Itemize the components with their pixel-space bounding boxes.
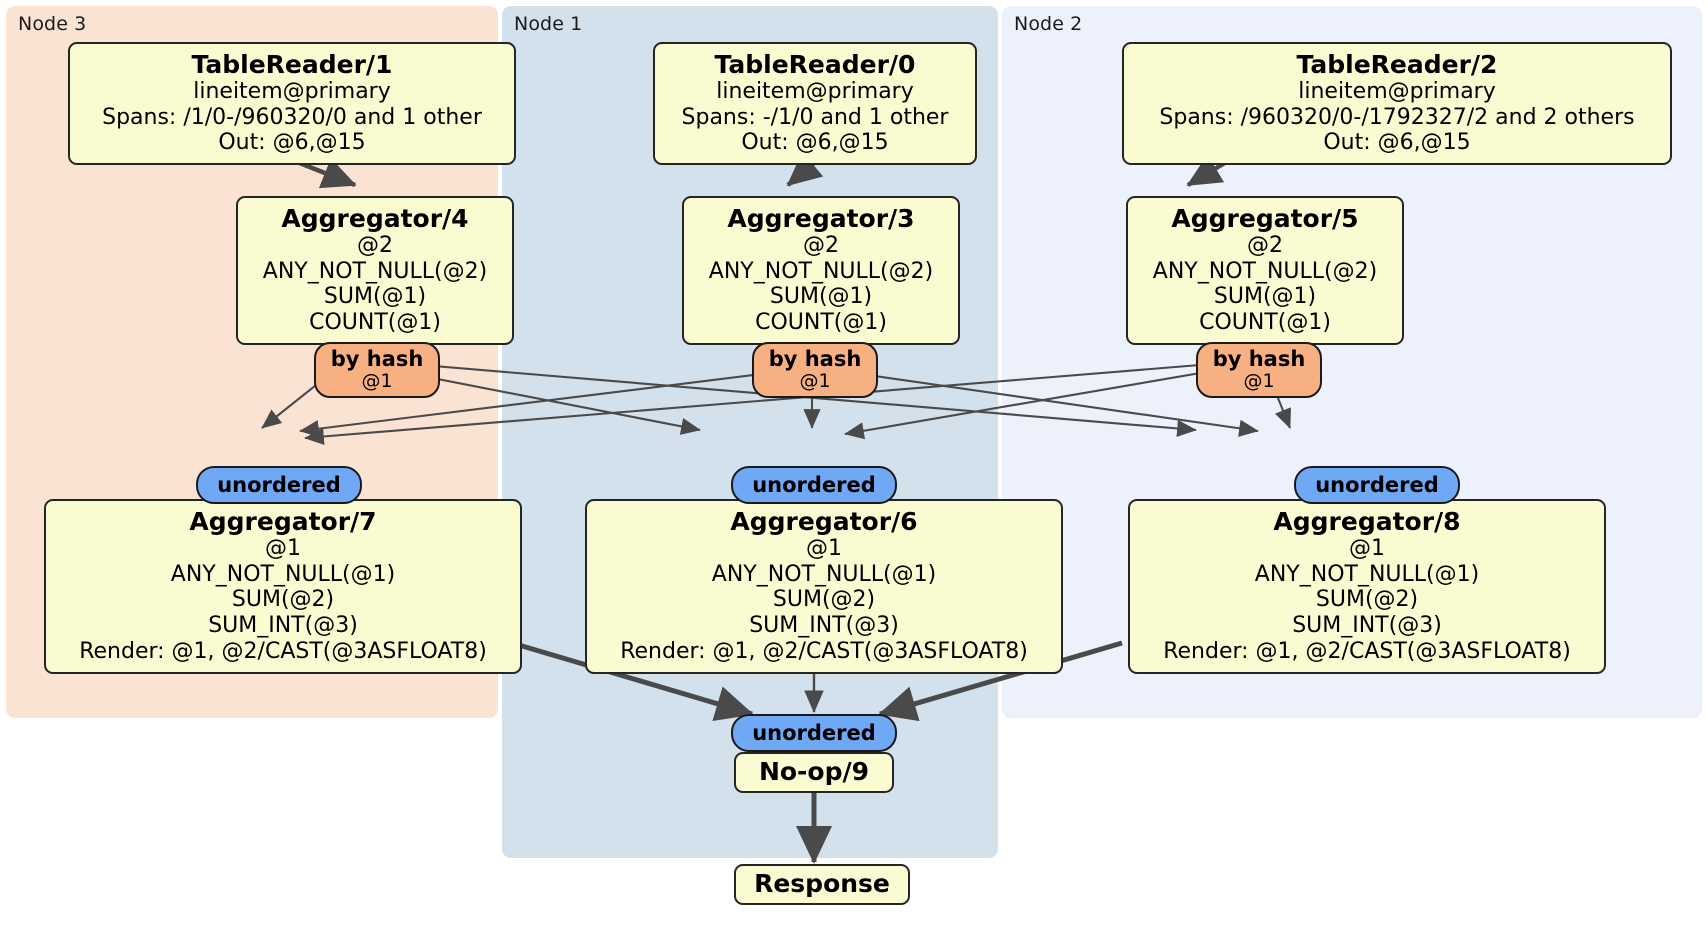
node-panel-label-node1: Node 1 bbox=[514, 13, 583, 35]
processor-title: Aggregator/8 bbox=[1273, 507, 1461, 536]
processor-aggregator-8[interactable]: Aggregator/8 @1 ANY_NOT_NULL(@1) SUM(@2)… bbox=[1128, 499, 1606, 674]
router-by-hash-right[interactable]: by hash @1 bbox=[1196, 342, 1322, 398]
processor-line: Spans: -/1/0 and 1 other bbox=[681, 104, 949, 130]
router-by-hash-left[interactable]: by hash @1 bbox=[314, 342, 440, 398]
node-panel-label-node2: Node 2 bbox=[1014, 13, 1083, 35]
processor-line: SUM(@2) bbox=[772, 587, 876, 613]
node-panel-label-node3: Node 3 bbox=[18, 13, 87, 35]
processor-line: SUM(@1) bbox=[769, 284, 873, 310]
synchronizer-title: unordered bbox=[752, 720, 876, 745]
processor-line: @1 bbox=[1349, 536, 1385, 561]
processor-title: Aggregator/5 bbox=[1171, 204, 1359, 233]
processor-line: Out: @6,@15 bbox=[218, 130, 366, 156]
processor-title: Response bbox=[754, 869, 890, 898]
synchronizer-title: unordered bbox=[217, 472, 341, 497]
processor-line: Render: @1, @2/CAST(@3ASFLOAT8) bbox=[1163, 638, 1571, 664]
processor-tablereader-1[interactable]: TableReader/1 lineitem@primary Spans: /1… bbox=[68, 42, 516, 166]
processor-line: @1 bbox=[806, 536, 842, 561]
processor-line: COUNT(@1) bbox=[1199, 310, 1331, 336]
processor-line: lineitem@primary bbox=[193, 79, 391, 104]
processor-line: ANY_NOT_NULL(@1) bbox=[711, 561, 937, 587]
processor-tablereader-0[interactable]: TableReader/0 lineitem@primary Spans: -/… bbox=[653, 42, 977, 166]
router-title: by hash bbox=[330, 347, 424, 371]
synchronizer-unordered-final[interactable]: unordered bbox=[731, 714, 897, 752]
processor-line: lineitem@primary bbox=[1298, 79, 1496, 104]
processor-line: Render: @1, @2/CAST(@3ASFLOAT8) bbox=[620, 638, 1028, 664]
processor-title: Aggregator/3 bbox=[727, 204, 915, 233]
synchronizer-unordered-left[interactable]: unordered bbox=[196, 466, 362, 504]
router-subtitle: @1 bbox=[361, 370, 393, 393]
processor-line: @2 bbox=[357, 233, 393, 258]
router-title: by hash bbox=[768, 347, 862, 371]
processor-line: COUNT(@1) bbox=[755, 310, 887, 336]
synchronizer-unordered-center[interactable]: unordered bbox=[731, 466, 897, 504]
processor-title: TableReader/2 bbox=[1296, 50, 1498, 79]
processor-line: ANY_NOT_NULL(@2) bbox=[1152, 258, 1378, 284]
processor-tablereader-2[interactable]: TableReader/2 lineitem@primary Spans: /9… bbox=[1122, 42, 1672, 166]
router-subtitle: @1 bbox=[1243, 370, 1275, 393]
processor-title: TableReader/1 bbox=[191, 50, 393, 79]
processor-line: Out: @6,@15 bbox=[1323, 130, 1471, 156]
processor-line: Spans: /1/0-/960320/0 and 1 other bbox=[102, 104, 482, 130]
processor-line: @2 bbox=[803, 233, 839, 258]
processor-line: SUM_INT(@3) bbox=[749, 613, 899, 639]
processor-no-op-9[interactable]: No-op/9 bbox=[734, 752, 894, 793]
processor-line: Out: @6,@15 bbox=[741, 130, 889, 156]
processor-response[interactable]: Response bbox=[734, 864, 910, 905]
processor-title: Aggregator/6 bbox=[730, 507, 918, 536]
processor-line: ANY_NOT_NULL(@2) bbox=[708, 258, 934, 284]
processor-title: Aggregator/7 bbox=[189, 507, 377, 536]
processor-line: COUNT(@1) bbox=[309, 310, 441, 336]
processor-line: SUM(@2) bbox=[231, 587, 335, 613]
processor-line: SUM(@1) bbox=[323, 284, 427, 310]
processor-line: ANY_NOT_NULL(@1) bbox=[1254, 561, 1480, 587]
synchronizer-title: unordered bbox=[752, 472, 876, 497]
processor-aggregator-4[interactable]: Aggregator/4 @2 ANY_NOT_NULL(@2) SUM(@1)… bbox=[236, 196, 514, 345]
processor-aggregator-3[interactable]: Aggregator/3 @2 ANY_NOT_NULL(@2) SUM(@1)… bbox=[682, 196, 960, 345]
processor-line: ANY_NOT_NULL(@2) bbox=[262, 258, 488, 284]
processor-line: @2 bbox=[1247, 233, 1283, 258]
processor-line: @1 bbox=[265, 536, 301, 561]
processor-line: Render: @1, @2/CAST(@3ASFLOAT8) bbox=[79, 638, 487, 664]
processor-line: SUM(@2) bbox=[1315, 587, 1419, 613]
processor-line: SUM_INT(@3) bbox=[208, 613, 358, 639]
processor-line: Spans: /960320/0-/1792327/2 and 2 others bbox=[1159, 104, 1635, 130]
processor-title: Aggregator/4 bbox=[281, 204, 469, 233]
processor-aggregator-5[interactable]: Aggregator/5 @2 ANY_NOT_NULL(@2) SUM(@1)… bbox=[1126, 196, 1404, 345]
processor-line: SUM_INT(@3) bbox=[1292, 613, 1442, 639]
processor-line: lineitem@primary bbox=[716, 79, 914, 104]
router-subtitle: @1 bbox=[799, 370, 831, 393]
synchronizer-title: unordered bbox=[1315, 472, 1439, 497]
processor-title: No-op/9 bbox=[758, 757, 870, 786]
processor-title: TableReader/0 bbox=[714, 50, 916, 79]
processor-line: SUM(@1) bbox=[1213, 284, 1317, 310]
processor-aggregator-6[interactable]: Aggregator/6 @1 ANY_NOT_NULL(@1) SUM(@2)… bbox=[585, 499, 1063, 674]
router-by-hash-center[interactable]: by hash @1 bbox=[752, 342, 878, 398]
processor-line: ANY_NOT_NULL(@1) bbox=[170, 561, 396, 587]
router-title: by hash bbox=[1212, 347, 1306, 371]
synchronizer-unordered-right[interactable]: unordered bbox=[1294, 466, 1460, 504]
processor-aggregator-7[interactable]: Aggregator/7 @1 ANY_NOT_NULL(@1) SUM(@2)… bbox=[44, 499, 522, 674]
